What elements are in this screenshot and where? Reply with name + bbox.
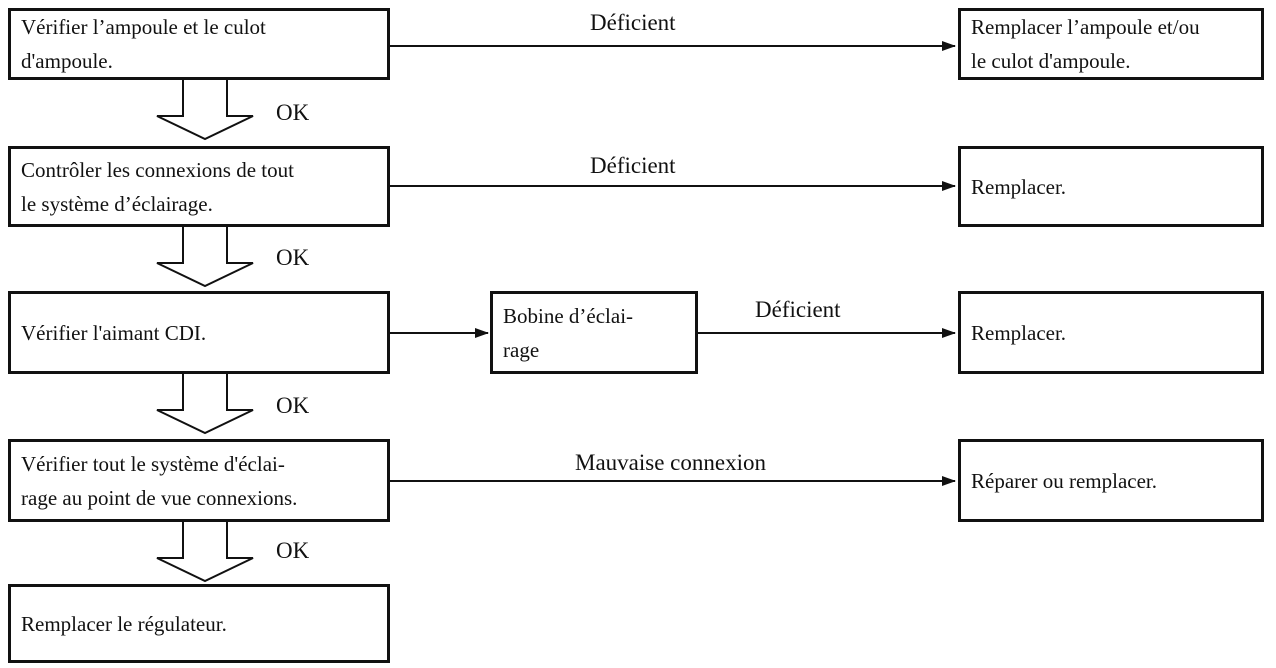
- label-deficient-1: Déficient: [590, 10, 676, 35]
- box-repair-replace-text: Réparer ou remplacer.: [971, 468, 1157, 493]
- box-lighting-coil-text: Bobine d’éclai- rage: [503, 303, 634, 362]
- down-arrow-ok-2: [156, 227, 254, 288]
- box-replace-1: Remplacer.: [958, 146, 1264, 227]
- box-replace-bulb-text: Remplacer l’ampoule et/ou le culot d'amp…: [971, 15, 1200, 73]
- label-ok-1: OK: [276, 100, 310, 125]
- label-deficient-2: Déficient: [590, 153, 676, 178]
- box-replace-bulb: Remplacer l’ampoule et/ou le culot d'amp…: [958, 8, 1264, 80]
- box-check-bulb-text: Vérifier l’ampoule et le culot d'ampoule…: [21, 15, 266, 73]
- down-arrow-ok-4: [156, 522, 254, 583]
- box-check-magnet: Vérifier l'aimant CDI.: [8, 291, 390, 374]
- label-ok-2: OK: [276, 245, 310, 270]
- box-replace-regulator: Remplacer le régulateur.: [8, 584, 390, 663]
- box-replace-2: Remplacer.: [958, 291, 1264, 374]
- box-replace-2-text: Remplacer.: [971, 320, 1067, 345]
- down-arrow-ok-1: [156, 80, 254, 141]
- box-repair-replace: Réparer ou remplacer.: [958, 439, 1264, 522]
- box-check-system: Vérifier tout le système d'éclai- rage a…: [8, 439, 390, 522]
- box-check-bulb: Vérifier l’ampoule et le culot d'ampoule…: [8, 8, 390, 80]
- box-check-system-text: Vérifier tout le système d'éclai- rage a…: [21, 451, 298, 510]
- box-replace-1-text: Remplacer.: [971, 174, 1067, 199]
- label-ok-4: OK: [276, 538, 310, 563]
- box-check-magnet-text: Vérifier l'aimant CDI.: [21, 320, 207, 345]
- box-check-connections-text: Contrôler les connexions de tout le syst…: [21, 157, 294, 216]
- down-arrow-ok-3: [156, 374, 254, 435]
- box-replace-regulator-text: Remplacer le régulateur.: [21, 611, 227, 636]
- label-bad-connection: Mauvaise connexion: [575, 450, 766, 475]
- label-ok-3: OK: [276, 393, 310, 418]
- box-check-connections: Contrôler les connexions de tout le syst…: [8, 146, 390, 227]
- label-deficient-3: Déficient: [755, 297, 841, 322]
- box-lighting-coil: Bobine d’éclai- rage: [490, 291, 698, 374]
